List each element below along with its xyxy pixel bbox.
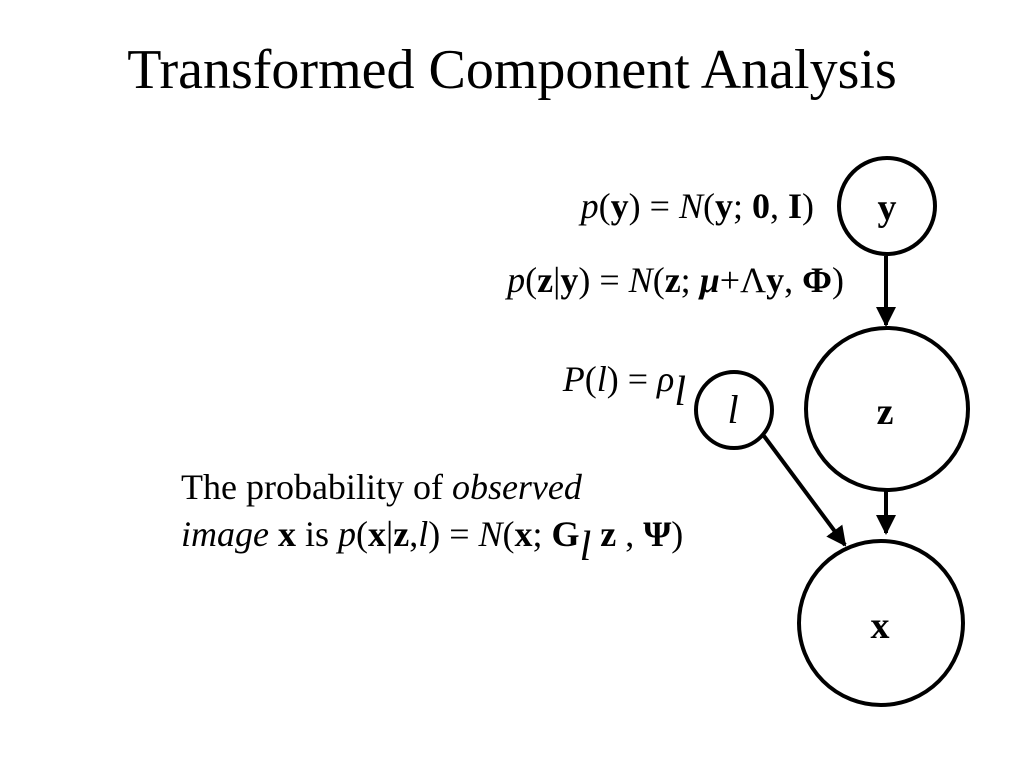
eq-symbol: ) = (628, 186, 679, 226)
eq-symbol: N (678, 186, 703, 226)
text-run: The probability of (181, 467, 452, 507)
eq-symbol: + (719, 260, 741, 300)
eq-symbol: , (409, 514, 419, 554)
eq-symbol: μ (699, 260, 720, 300)
eq-symbol: x (514, 514, 533, 554)
eq-symbol: p (507, 260, 526, 300)
text-run: image (181, 514, 269, 554)
node-x-label: x (871, 605, 890, 647)
eq-symbol: x (368, 514, 386, 554)
eq-symbol: ) = (428, 514, 479, 554)
eq-symbol: ) = (606, 359, 658, 399)
text-run: observed (451, 467, 582, 507)
eq-symbol: l (418, 514, 429, 554)
eq-symbol: | (386, 514, 394, 554)
eq-symbol: , (616, 514, 644, 554)
node-l (694, 370, 774, 450)
eq-symbol: | (553, 260, 561, 300)
eq-symbol: z (537, 260, 554, 300)
eq-symbol: p (338, 514, 356, 554)
description-line-1: The probability of observed (181, 464, 683, 510)
eq-symbol: ) = (578, 260, 629, 300)
eq-symbol: 0 (751, 186, 770, 226)
eq-symbol: p (580, 186, 599, 226)
equation-prior-l: P(l) = ρl (562, 356, 686, 414)
edge-l-to-x (762, 434, 847, 547)
eq-symbol: ( (502, 514, 515, 554)
eq-symbol: ( (584, 359, 597, 399)
eq-symbol: G (551, 514, 580, 554)
eq-symbol: l (596, 359, 607, 399)
text-run: is (295, 514, 338, 554)
eq-symbol: , (769, 186, 788, 226)
eq-symbol: y (766, 260, 785, 300)
eq-symbol: ) (671, 514, 684, 554)
eq-symbol: Λ (740, 260, 767, 300)
eq-symbol: P (562, 359, 585, 399)
eq-symbol: Ψ (643, 514, 672, 554)
eq-subscript: l (579, 524, 592, 570)
eq-symbol: ( (525, 260, 538, 300)
equation-conditional-z: p(z|y) = N(z; μ+Λy, Φ) (507, 258, 844, 302)
eq-symbol: ρ (657, 359, 675, 399)
eq-symbol: N (478, 514, 503, 554)
eq-symbol: ) (832, 260, 844, 300)
eq-symbol: ; (732, 186, 752, 226)
eq-symbol: ( (356, 514, 368, 554)
node-z-label: z (877, 391, 894, 433)
eq-symbol: z (393, 514, 410, 554)
eq-symbol: ; (532, 514, 552, 554)
page-title: Transformed Component Analysis (127, 39, 897, 101)
eq-symbol: ) (802, 186, 814, 226)
eq-symbol: y (560, 260, 579, 300)
eq-symbol: ( (702, 186, 715, 226)
node-x (797, 539, 965, 707)
eq-symbol: ( (652, 260, 665, 300)
node-y (837, 156, 937, 256)
eq-symbol: ; (680, 260, 700, 300)
eq-symbol: z (591, 514, 617, 554)
eq-symbol: z (664, 260, 681, 300)
node-z (804, 326, 970, 492)
node-l-label: l (727, 387, 738, 432)
eq-subscript: l (674, 369, 686, 415)
node-y-label: y (878, 187, 897, 229)
eq-symbol: , (784, 260, 803, 300)
eq-symbol: y (610, 186, 629, 226)
eq-symbol: Φ (802, 260, 832, 300)
eq-symbol: N (628, 260, 653, 300)
eq-symbol: ( (598, 186, 611, 226)
description-line-2: image x is p(x|z,l) = N(x; Gl z , Ψ) (181, 510, 684, 570)
eq-symbol: y (714, 186, 733, 226)
text-run: x (268, 514, 296, 554)
eq-symbol: I (787, 186, 802, 226)
equation-prior-y: p(y) = N(y; 0, I) (581, 184, 814, 228)
observation-description: The probability of observed image x is p… (181, 464, 684, 570)
